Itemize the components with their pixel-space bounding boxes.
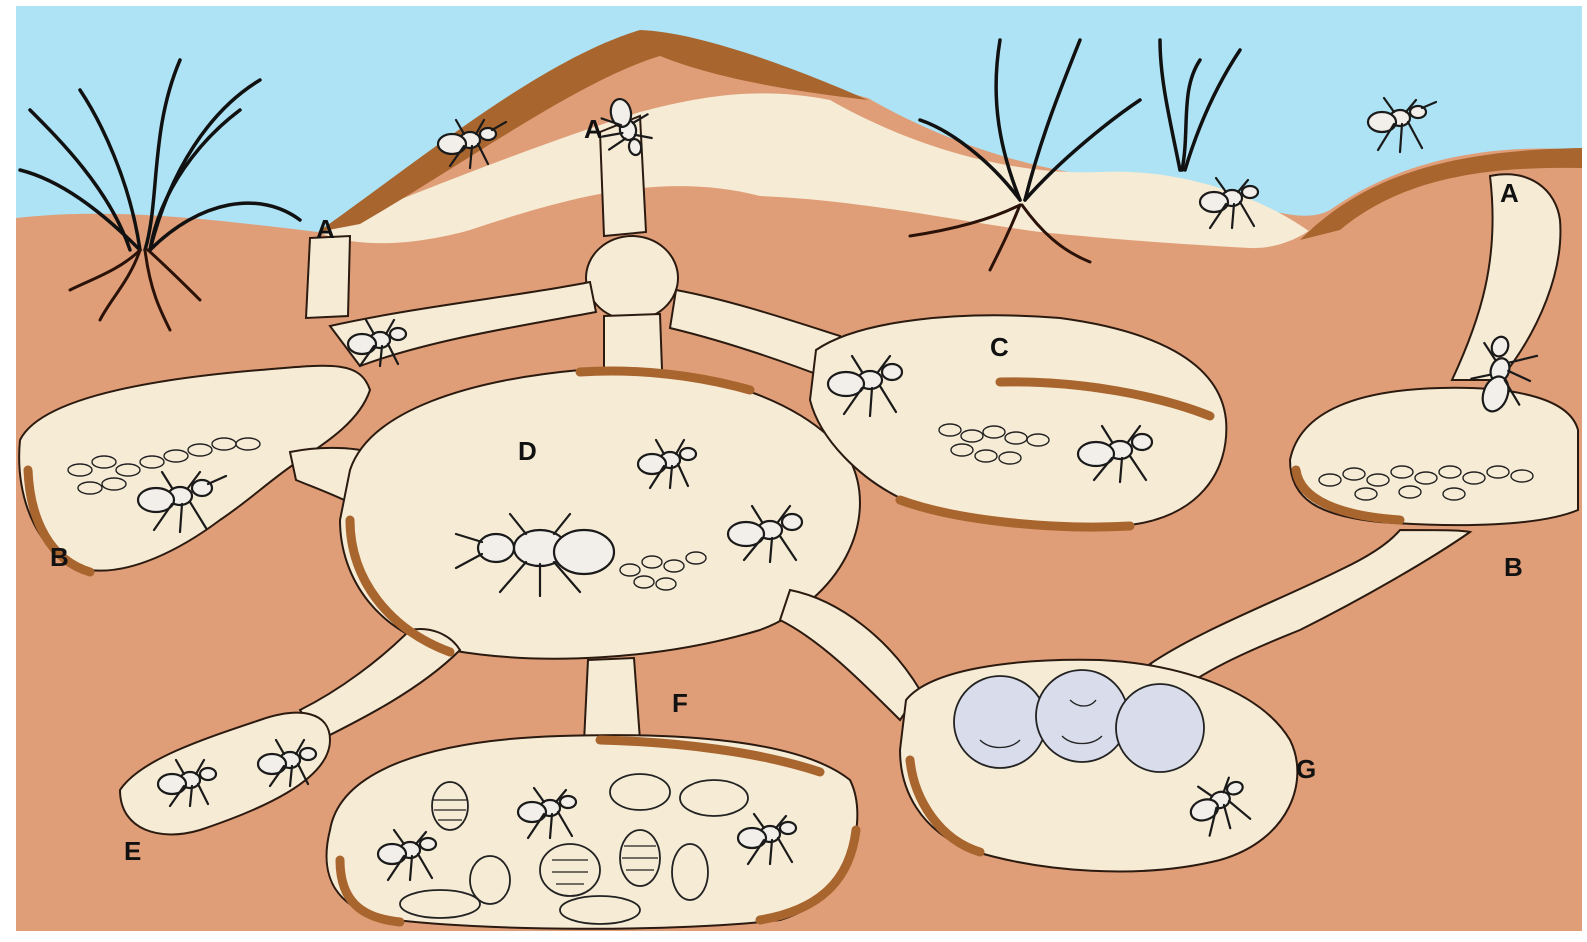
label-chamber-g: G: [1296, 754, 1316, 784]
label-chamber-c: C: [990, 332, 1009, 362]
label-entrance-top: A: [584, 114, 603, 144]
label-storage-right: B: [1504, 552, 1523, 582]
label-storage-left: B: [50, 542, 69, 572]
label-chamber-d: D: [518, 436, 537, 466]
label-chamber-e: E: [124, 836, 141, 866]
label-entrance-right: A: [1500, 178, 1519, 208]
label-entrance-left: A: [316, 214, 335, 244]
label-chamber-f: F: [672, 688, 688, 718]
queen-chamber-brood: [954, 670, 1204, 772]
